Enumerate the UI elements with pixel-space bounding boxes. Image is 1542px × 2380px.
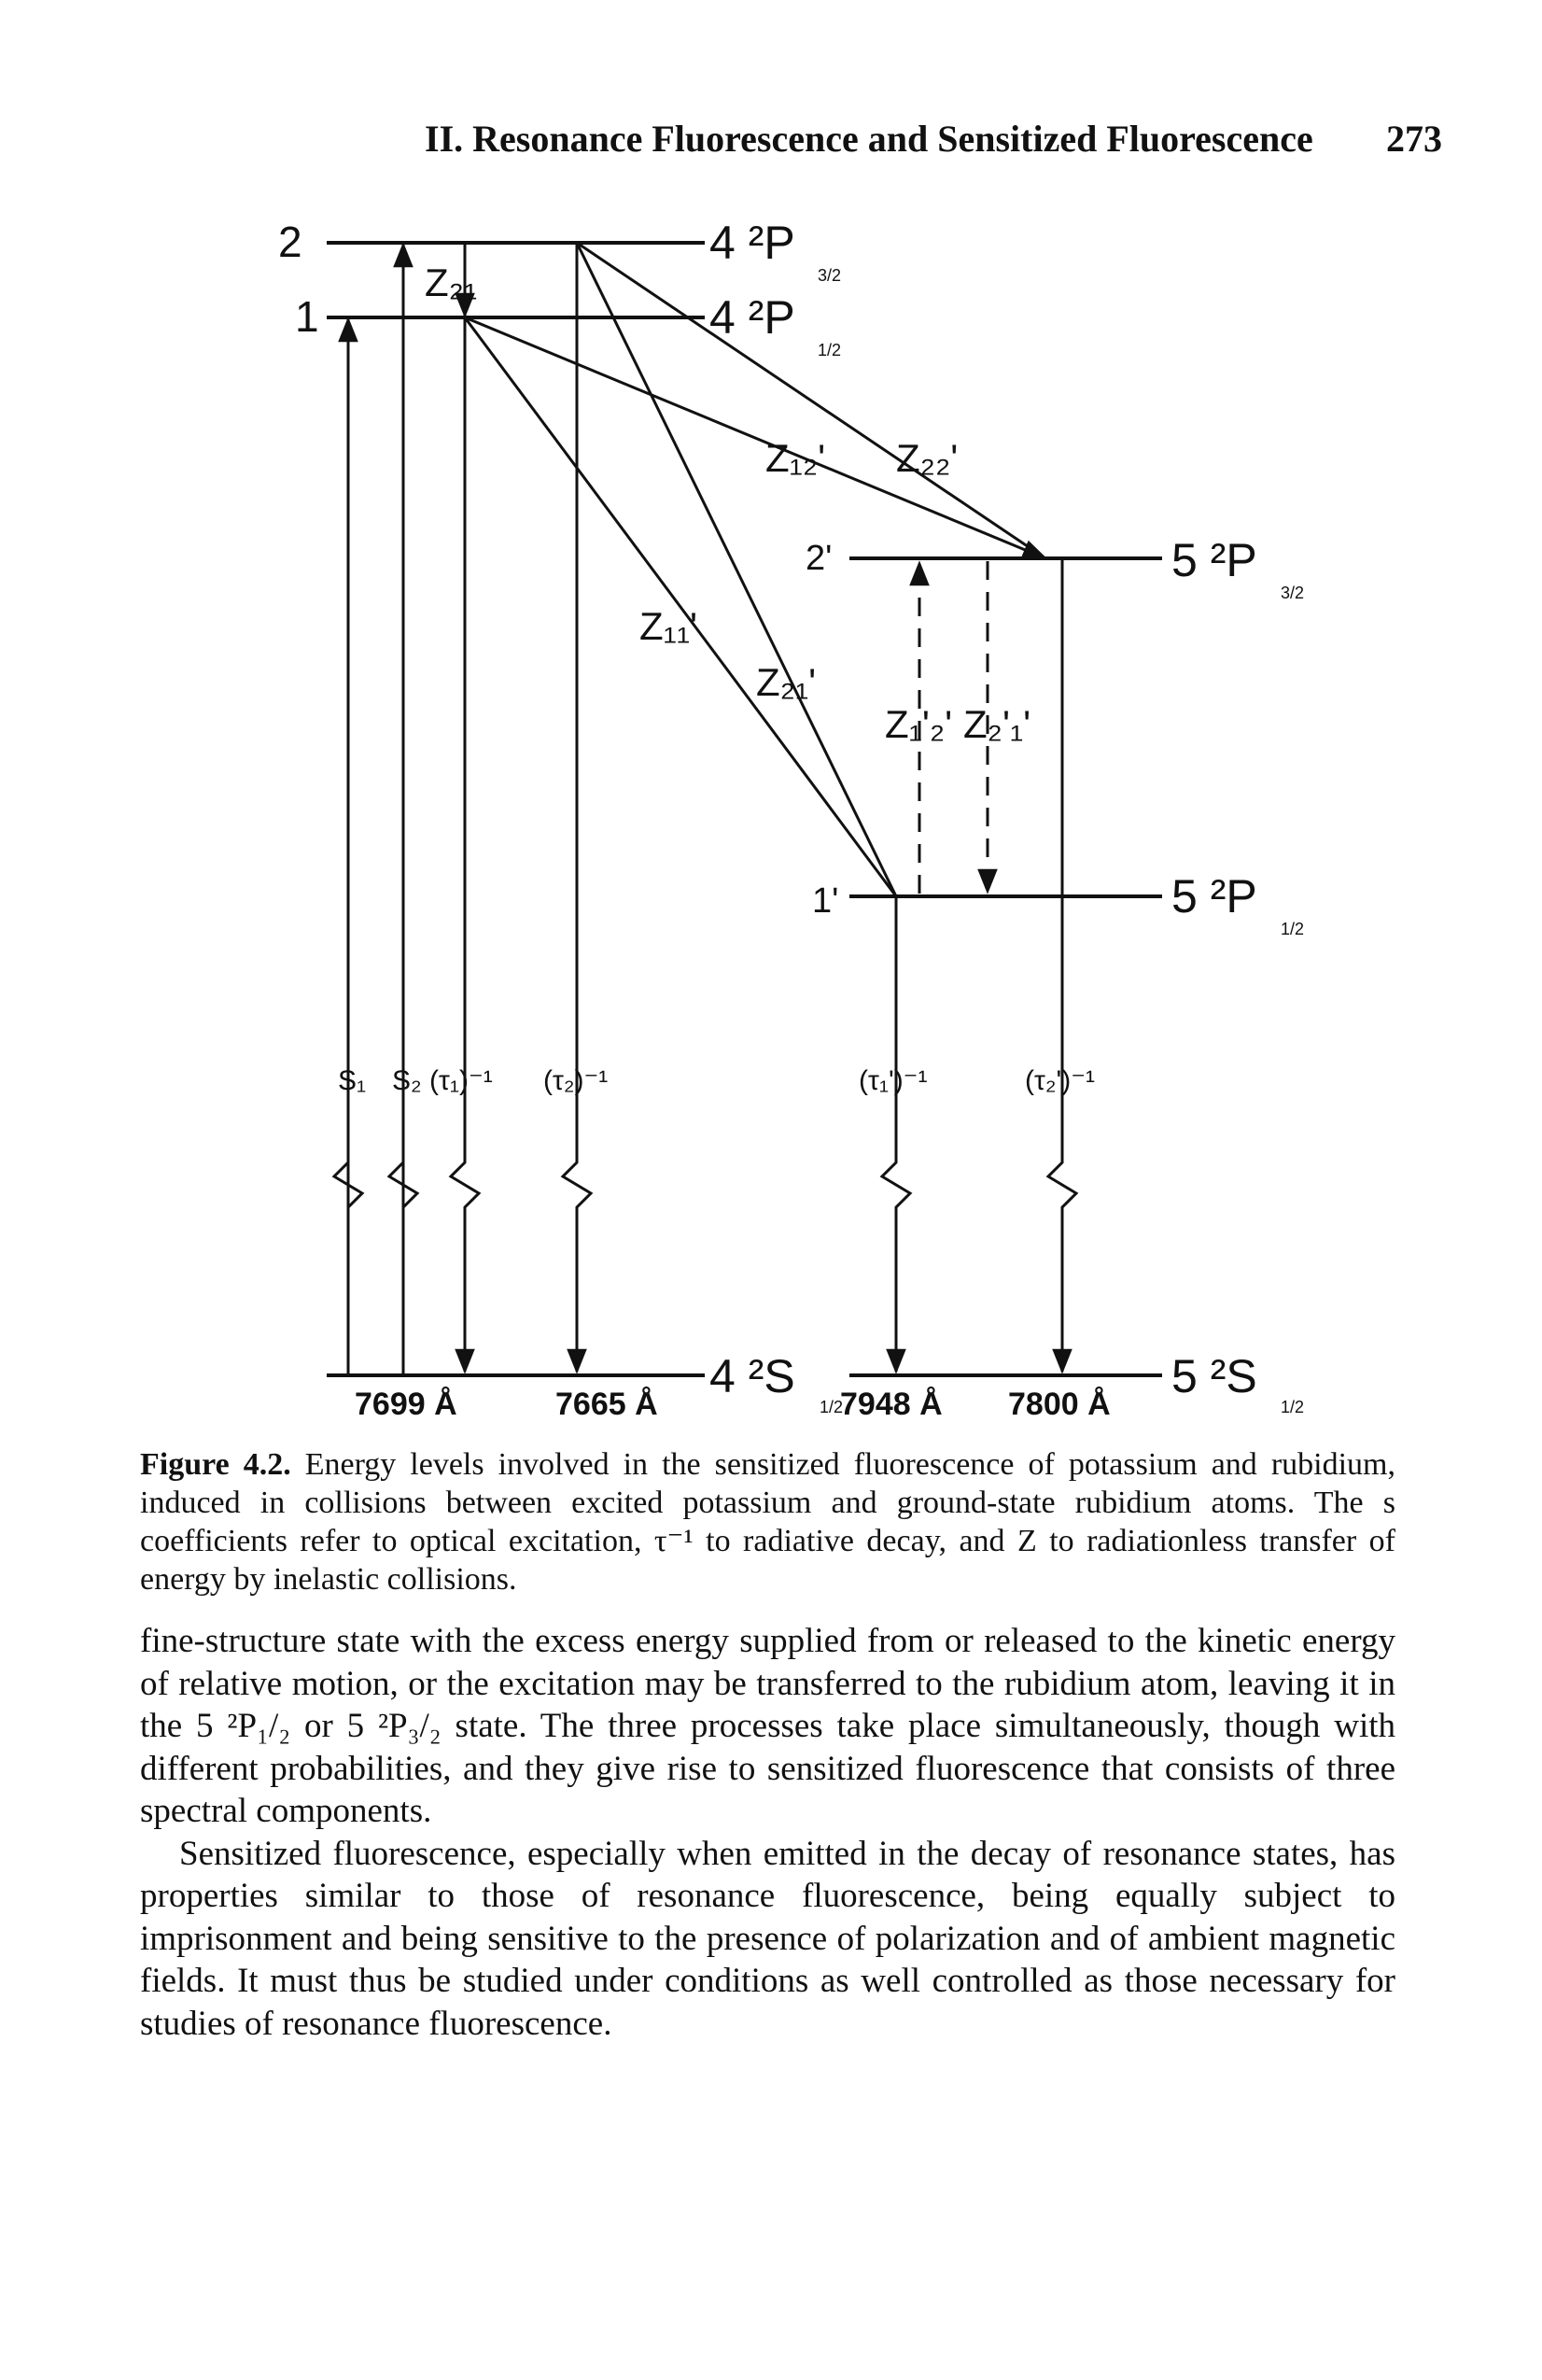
- wavelength-7665: 7665 Å: [555, 1387, 658, 1422]
- label-s1: S₁: [338, 1065, 366, 1096]
- energy-level-figure: 2 1 4 ²P 3/2 4 ²P 1/2 2' 1' 5 ²P 3/2 5 ²…: [261, 191, 1363, 1443]
- label-tau2: (τ₂)⁻¹: [543, 1065, 608, 1096]
- label-k-4p12: 4 ²P: [709, 291, 795, 344]
- energy-level-diagram: 2 1 4 ²P 3/2 4 ²P 1/2 2' 1' 5 ²P 3/2 5 ²…: [278, 217, 1304, 1422]
- transfer-z12p: [464, 316, 1048, 560]
- excitation-s2: [386, 242, 420, 1373]
- caption-label: Figure 4.2.: [140, 1447, 291, 1482]
- running-title: II. Resonance Fluorescence and Sensitize…: [425, 118, 1313, 160]
- label-rb-5p12: 5 ²P: [1171, 870, 1257, 922]
- label-k-4p32-j: 3/2: [818, 266, 841, 285]
- label-z22p: Z₂₂': [896, 436, 958, 480]
- label-k-4s12-j: 1/2: [820, 1398, 843, 1416]
- decay-tau2: [560, 243, 594, 1374]
- label-rb-5s12: 5 ²S: [1171, 1350, 1257, 1402]
- label-k-level-2: 2: [278, 218, 302, 266]
- transfer-z11p: [463, 317, 898, 897]
- wavelength-7948: 7948 Å: [840, 1387, 943, 1422]
- label-z1p2p: Z₁'₂': [885, 702, 952, 746]
- excitation-s1: [331, 317, 365, 1373]
- decay-tau1p: [879, 896, 913, 1374]
- label-k-4s12: 4 ²S: [709, 1350, 795, 1402]
- page-number: 273: [1386, 118, 1442, 160]
- label-rb-level-1p: 1': [812, 881, 838, 921]
- label-tau1p: (τ₁')⁻¹: [859, 1065, 928, 1096]
- label-tau1: (τ₁)⁻¹: [429, 1065, 493, 1096]
- label-k-4p32: 4 ²P: [709, 217, 795, 269]
- label-z21p: Z₂₁': [756, 660, 816, 704]
- label-k-4p12-j: 1/2: [818, 341, 841, 359]
- decay-tau2p: [1045, 558, 1079, 1374]
- caption-text: Energy levels involved in the sensitized…: [140, 1447, 1395, 1597]
- body-paragraph-1: fine-structure state with the excess ene…: [140, 1622, 1395, 1830]
- label-rb-5p12-j: 1/2: [1281, 920, 1304, 938]
- transfer-z21p: [575, 242, 898, 897]
- label-z12p: Z₁₂': [765, 436, 825, 480]
- wavelength-7699: 7699 Å: [355, 1387, 457, 1422]
- label-k-level-1: 1: [295, 292, 319, 341]
- label-rb-5p32: 5 ²P: [1171, 534, 1257, 586]
- label-z2p1p: Z₂'₁': [963, 702, 1030, 746]
- running-header: II. Resonance Fluorescence and Sensitize…: [425, 117, 1442, 173]
- label-s2: S₂: [392, 1065, 422, 1096]
- figure-caption: Figure 4.2. Energy levels involved in th…: [140, 1445, 1395, 1598]
- label-rb-5p32-j: 3/2: [1281, 584, 1304, 602]
- label-rb-5s12-j: 1/2: [1281, 1398, 1304, 1416]
- body-paragraph-2: Sensitized fluorescence, especially when…: [140, 1834, 1395, 2043]
- label-tau2p: (τ₂')⁻¹: [1025, 1065, 1095, 1096]
- label-z21: Z₂₁: [425, 261, 477, 304]
- transfer-z22p: [576, 241, 1046, 560]
- wavelength-7800: 7800 Å: [1008, 1387, 1111, 1422]
- decay-tau1: [448, 317, 482, 1374]
- label-rb-level-2p: 2': [806, 539, 832, 578]
- body-text: fine-structure state with the excess ene…: [140, 1620, 1395, 2045]
- label-z11p: Z₁₁': [639, 604, 697, 648]
